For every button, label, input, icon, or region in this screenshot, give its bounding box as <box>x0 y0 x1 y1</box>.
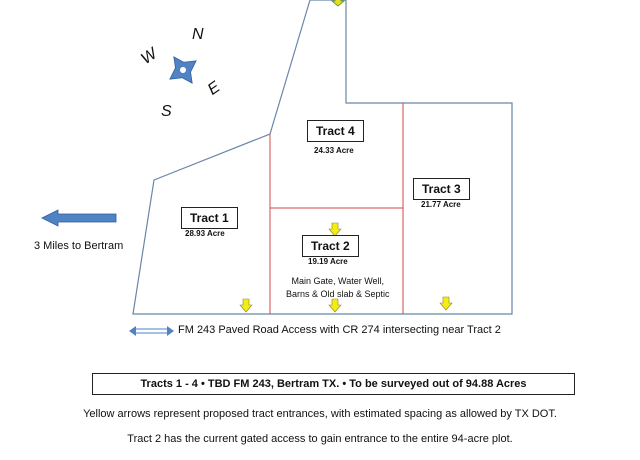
property-boundary <box>132 0 513 315</box>
tract-2-acre: 19.19 Acre <box>308 257 348 266</box>
info-tract2-access: Tract 2 has the current gated access to … <box>127 433 513 445</box>
entrance-arrow-icon <box>328 298 342 313</box>
tract-3-label: Tract 3 <box>413 178 470 200</box>
entrance-arrow-icon <box>239 298 253 313</box>
tract-2-note-line1: Main Gate, Water Well, <box>291 276 385 286</box>
road-access-label: FM 243 Paved Road Access with CR 274 int… <box>178 324 501 336</box>
tract-4-label: Tract 4 <box>307 120 364 142</box>
compass-s: S <box>161 103 172 120</box>
green-arrow-icon <box>330 0 346 7</box>
tract-2-label: Tract 2 <box>302 235 359 257</box>
tract-2-note: Main Gate, Water Well, Barns & Old slab … <box>286 275 390 301</box>
listing-banner-text: Tracts 1 - 4 • TBD FM 243, Bertram TX. •… <box>140 378 527 390</box>
left-arrow-icon <box>41 209 117 227</box>
entrance-arrow-icon <box>439 296 453 311</box>
road-double-arrow-icon <box>129 326 174 336</box>
tract-1-label: Tract 1 <box>181 207 238 229</box>
tract-4-acre: 24.33 Acre <box>314 146 354 155</box>
entrance-arrow-icon <box>328 222 342 237</box>
info-entrances: Yellow arrows represent proposed tract e… <box>83 408 557 420</box>
tract-1-acre: 28.93 Acre <box>185 229 225 238</box>
compass-n: N <box>192 26 204 43</box>
listing-banner: Tracts 1 - 4 • TBD FM 243, Bertram TX. •… <box>92 373 575 395</box>
tract-3-acre: 21.77 Acre <box>421 200 461 209</box>
bertram-direction-label: 3 Miles to Bertram <box>34 240 124 252</box>
compass-icon <box>169 56 197 84</box>
tract-2-note-line2: Barns & Old slab & Septic <box>286 289 390 299</box>
